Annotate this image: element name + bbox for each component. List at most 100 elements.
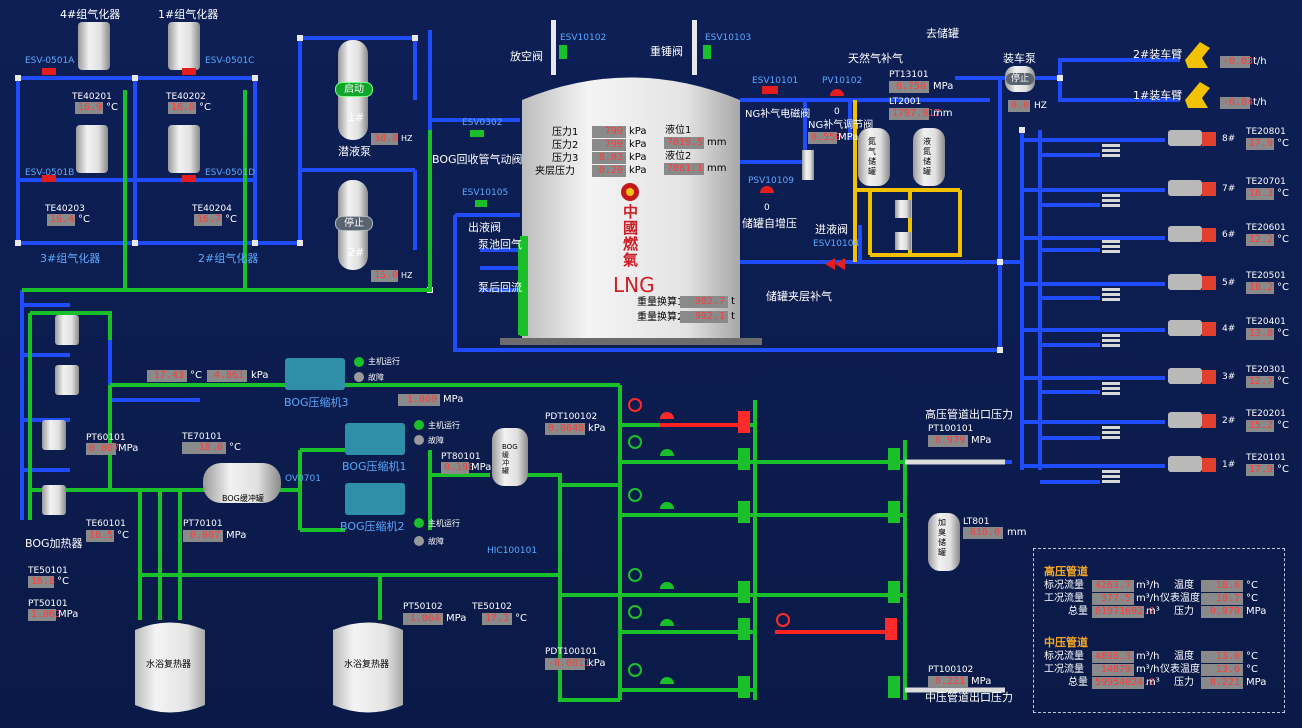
pt50102-unit: MPa — [446, 613, 467, 624]
pump-2-name: 2# — [348, 246, 365, 259]
pump-2-status[interactable]: 停止 — [335, 216, 373, 231]
truck-number: 6# — [1222, 230, 1236, 240]
truck-number: 4# — [1222, 324, 1236, 334]
odorant-tank-label: 加臭储罐 — [938, 518, 946, 557]
truck-tank — [1168, 274, 1202, 290]
truck-cab — [1202, 458, 1216, 472]
mp-std-flow-label: 标况流量 — [1044, 651, 1084, 662]
pressure-3-unit: kPa — [629, 152, 647, 163]
loading-pump-hz-unit: HZ — [1034, 101, 1047, 111]
mp-total-unit: m³ — [1146, 677, 1160, 688]
pt60101-value: 0.007 — [86, 443, 119, 455]
level-2-unit: mm — [707, 163, 727, 174]
pt13101-unit: MPa — [933, 81, 954, 92]
esv10105-tag: ESV10105 — [462, 188, 509, 198]
truck-cab — [1202, 370, 1216, 384]
te50101-tag: TE50101 — [28, 566, 68, 576]
ng-regulator-value: 0.550 — [808, 132, 841, 144]
truck-temp-unit: °C — [1277, 376, 1289, 387]
pressure-regulators — [628, 398, 900, 698]
hp-pipeline-title: 高压管道 — [1044, 565, 1088, 578]
compressor-3-label: BOG压缩机3 — [284, 396, 349, 409]
water-bath-heater-2-label: 水浴复热器 — [344, 660, 390, 670]
hp-std-flow-value: 4263.7 — [1092, 580, 1134, 592]
hp-outlet-title: 高压管道出口压力 — [925, 408, 1013, 421]
truck-coolers — [1102, 144, 1120, 483]
compressor-3-run-led — [354, 357, 364, 367]
cooler-fin — [1102, 470, 1120, 473]
cooler-fin — [1102, 293, 1120, 296]
compressor-3-press-unit: kPa — [251, 370, 269, 381]
compressor-1-fault-label: 故障 — [428, 436, 444, 445]
truck-temp-value: 13.8 — [1246, 328, 1274, 340]
pressure-3-value: 8.03 — [592, 152, 626, 164]
regulator-indicator — [628, 398, 642, 412]
te40203-unit: °C — [78, 214, 90, 225]
pump-1-hz-unit: HZ — [401, 134, 413, 143]
loading-pump-label: 装车泵 — [1003, 52, 1036, 65]
gasifier-4-label: 4#组气化器 — [60, 8, 121, 21]
cooler-fin — [1102, 392, 1120, 395]
te70101-tag: TE70101 — [182, 432, 222, 442]
pressure-3-label: 压力3 — [552, 153, 579, 164]
compressor-1-run-label: 主机运行 — [428, 421, 460, 430]
cooler-fin — [1102, 298, 1120, 301]
shutoff-valve — [888, 676, 900, 698]
hp-temp-value: 18.6 — [1201, 580, 1243, 592]
compressor-3-temp-value: 17.43 — [147, 370, 187, 382]
top-valves — [551, 20, 711, 75]
truck-number: 5# — [1222, 278, 1236, 288]
compressor-2-run-led — [414, 518, 424, 528]
pt50102-tag: PT50102 — [403, 602, 443, 612]
compressor-3-out-unit: MPa — [443, 394, 464, 405]
mp-meter-temp-unit: °C — [1246, 664, 1258, 675]
regulator-indicator — [628, 435, 642, 449]
pt100102-tag: PT100102 — [928, 665, 974, 675]
truck-temp-value: 12.2 — [1246, 234, 1274, 246]
level-1-value: 7019.5 — [664, 137, 704, 149]
regulator-indicator — [628, 568, 642, 582]
vent-valve-label: 放空阀 — [510, 50, 543, 63]
te60101-unit: °C — [117, 530, 129, 541]
gasifier-3-label: 3#组气化器 — [40, 252, 101, 265]
shutoff-valve — [738, 618, 750, 640]
pressure-1-unit: kPa — [629, 126, 647, 137]
te40201-value: 16.9 — [75, 102, 103, 114]
cooler-fin — [1102, 194, 1120, 197]
pump-1-status[interactable]: 启动 — [335, 82, 373, 97]
mp-work-flow-label: 工况流量 — [1044, 664, 1084, 675]
te50101-value: 16.8 — [28, 576, 55, 588]
pdt100101-value: -0.0011 — [545, 658, 590, 670]
pt100101-value: 0.979 — [928, 435, 968, 447]
ng-valves — [470, 86, 845, 270]
regulator-indicator — [628, 605, 642, 619]
natural-gas-makeup-label: 天然气补气 — [848, 52, 903, 65]
hp-press-value: 0.979 — [1201, 606, 1243, 618]
outlet-valve-label: 出液阀 — [468, 221, 501, 234]
truck-temp-unit: °C — [1277, 282, 1289, 293]
loading-pump-status[interactable]: 停止 — [1006, 73, 1034, 85]
hp-total-unit: m³ — [1146, 606, 1160, 617]
regulator-indicator — [776, 613, 790, 627]
pt80101-tag: PT80101 — [441, 452, 481, 462]
compressor-3-press-value: 4.861 — [207, 370, 247, 382]
te50102-unit: °C — [515, 613, 527, 624]
outlet-pipes — [905, 459, 1005, 693]
mp-temp-unit: °C — [1246, 651, 1258, 662]
hp-meter-temp-label: 仪表温度 — [1160, 593, 1200, 604]
hp-std-flow-label: 标况流量 — [1044, 580, 1084, 591]
regulator-indicator — [628, 663, 642, 677]
pv10102-position: 0 — [834, 107, 840, 117]
weight-1-value: 982.7 — [680, 296, 728, 308]
esv0302-tag: ESV0302 — [462, 118, 503, 128]
tanker-trucks — [1168, 130, 1216, 472]
truck-cab — [1202, 322, 1216, 336]
cooler-fin — [1102, 339, 1120, 342]
te50102-tag: TE50102 — [472, 602, 512, 612]
lng-label: LNG — [613, 273, 655, 297]
compressor-2-fault-label: 故障 — [428, 537, 444, 546]
truck-temp-value: 15.2 — [1246, 420, 1274, 432]
truck-temp-value: 18.2 — [1246, 282, 1274, 294]
hp-temp-label: 温度 — [1174, 580, 1194, 591]
arm-1-label: 1#装车臂 — [1133, 89, 1183, 102]
